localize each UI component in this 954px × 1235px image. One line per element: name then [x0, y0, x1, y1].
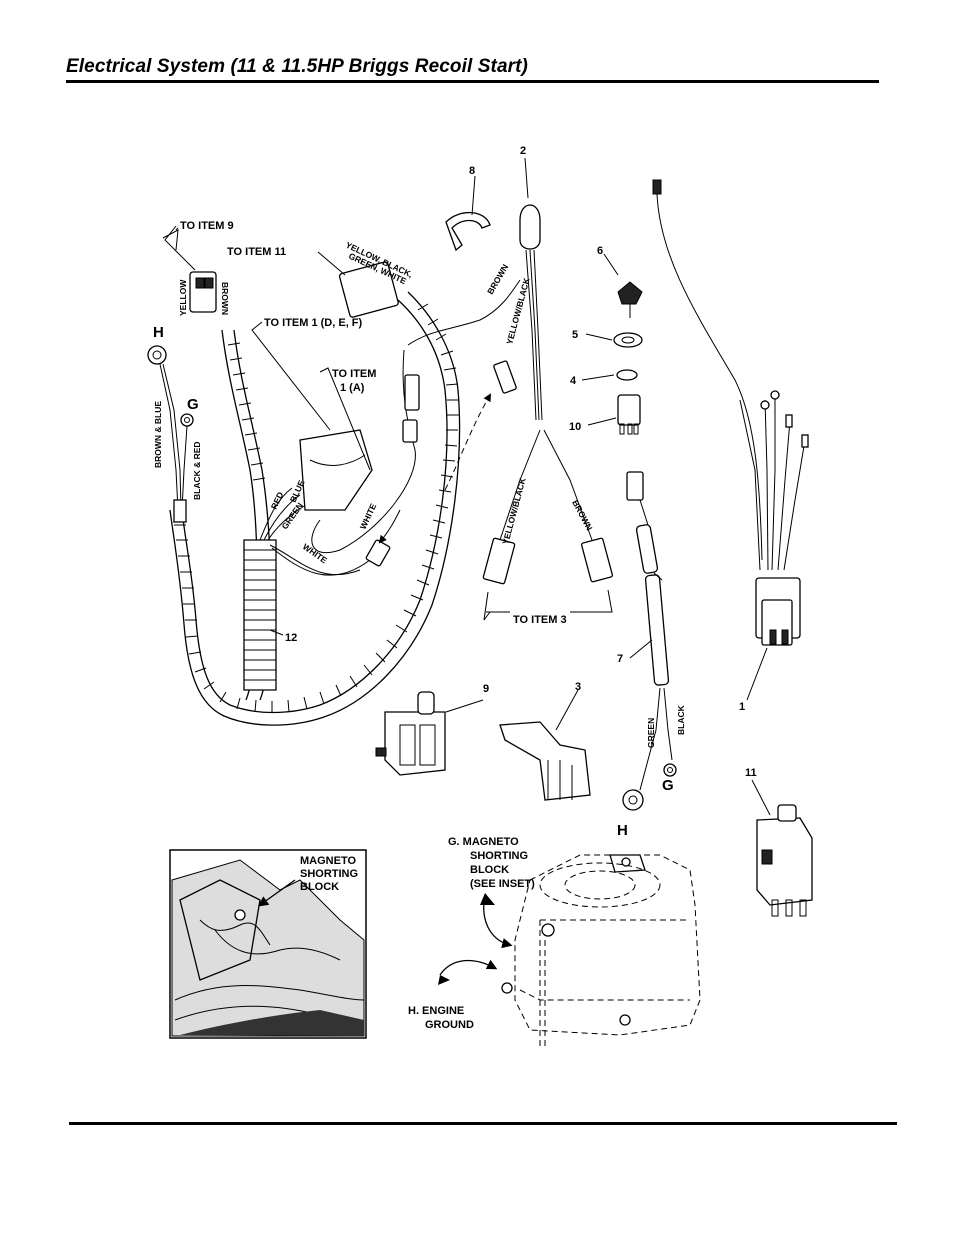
- callout-to-item-1a-line1: TO ITEM: [332, 368, 376, 380]
- engine-label-g-line3: BLOCK: [470, 864, 509, 876]
- item-1-wire-harness: [652, 179, 809, 646]
- callout-to-item-1-def: TO ITEM 1 (D, E, F): [264, 317, 363, 329]
- part-number-8: 8: [469, 165, 475, 177]
- footer-rule: [69, 1122, 897, 1125]
- inset-label-line3: BLOCK: [300, 881, 339, 893]
- item-8-cable-clip: [445, 211, 491, 252]
- inset-photo: [169, 849, 367, 1039]
- wire-label-yellow-black-lower: YELLOW/BLACK: [500, 476, 528, 546]
- wire-label-white-1: WHITE: [358, 502, 379, 531]
- wire-label-black-red: BLACK & RED: [192, 441, 202, 500]
- engine-label-h-line2: GROUND: [425, 1019, 474, 1031]
- engine-label-g-line4: (SEE INSET): [470, 878, 535, 890]
- callout-to-item-11: TO ITEM 11: [227, 246, 286, 258]
- item-11-pto-switch: [756, 804, 813, 917]
- title-rule: [66, 80, 879, 83]
- letter-h-left: H: [153, 324, 164, 341]
- wire-label-yellow-black-upper: YELLOW/BLACK: [504, 276, 532, 346]
- part-number-1: 1: [739, 701, 745, 713]
- item-7-wire-assembly: [622, 471, 677, 811]
- inset-label-line2: SHORTING: [300, 868, 358, 880]
- callout-to-item-3: TO ITEM 3: [513, 614, 567, 626]
- part-number-2: 2: [520, 145, 526, 157]
- part-number-4: 4: [570, 375, 577, 387]
- callout-to-item-9: TO ITEM 9: [180, 220, 234, 232]
- engine-label-g-line1: G. MAGNETO: [448, 836, 519, 848]
- letter-g-right: G: [662, 777, 674, 794]
- item-2-wire-assembly: [482, 204, 614, 585]
- part-number-12: 12: [285, 632, 297, 644]
- leader-lines: [162, 157, 771, 816]
- page-title: Electrical System (11 & 11.5HP Briggs Re…: [66, 56, 528, 77]
- wire-label-red: RED: [269, 490, 286, 510]
- part-number-9: 9: [483, 683, 489, 695]
- part-number-6: 6: [597, 245, 603, 257]
- part-number-10: 10: [569, 421, 581, 433]
- main-wire-harness: [147, 261, 521, 726]
- wire-label-brown-blue: BROWN & BLUE: [153, 401, 163, 468]
- item-9-seat-switch: [375, 691, 446, 776]
- engine-label-g-line2: SHORTING: [470, 850, 528, 862]
- wire-label-brown-upper: BROWN: [485, 262, 510, 296]
- callout-to-item-1a-line2: 1 (A): [340, 382, 365, 394]
- engine-label-h-line1: H. ENGINE: [408, 1005, 464, 1017]
- wire-label-green: GREEN: [279, 501, 305, 532]
- item-3-bracket: [499, 721, 591, 801]
- letter-h-right: H: [617, 822, 628, 839]
- letter-g-left: G: [187, 396, 199, 413]
- part-number-5: 5: [572, 329, 578, 341]
- part-number-3: 3: [575, 681, 581, 693]
- wire-label-white-2: WHITE: [301, 541, 329, 565]
- wire-label-green-7: GREEN: [646, 718, 656, 748]
- wire-label-brown-top: BROWN: [220, 282, 230, 315]
- engine-outline: [438, 854, 701, 1050]
- part-number-11: 11: [745, 767, 757, 779]
- inset-label-line1: MAGNETO: [300, 855, 356, 867]
- wire-label-brown-lower: BROWN: [570, 498, 594, 532]
- wire-label-yellow: YELLOW: [178, 279, 188, 316]
- ignition-key-switch-group: [613, 281, 643, 435]
- part-number-7: 7: [617, 653, 623, 665]
- wire-label-black-7: BLACK: [676, 704, 686, 735]
